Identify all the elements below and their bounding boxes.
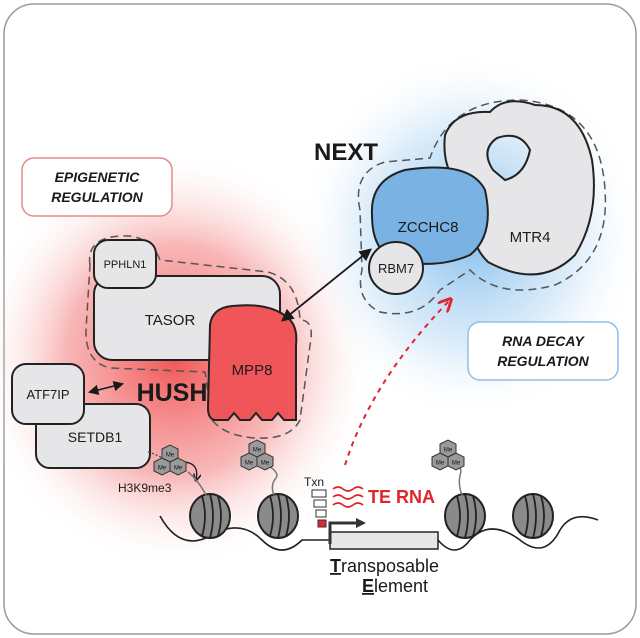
rna-decay-box bbox=[467, 321, 619, 381]
element-rest: lement bbox=[374, 576, 428, 596]
hush-title: HUSH bbox=[137, 379, 208, 407]
zcchc8-label: ZCCHC8 bbox=[398, 219, 459, 236]
pphln1-label: PPHLN1 bbox=[104, 259, 147, 271]
atf7ip-label: ATF7IP bbox=[26, 387, 69, 402]
atf7ip-hush-arrow bbox=[87, 380, 125, 396]
transcript-bar bbox=[313, 499, 327, 508]
te-rna-label: TE RNA bbox=[368, 487, 435, 507]
txn-label: Txn bbox=[304, 475, 324, 489]
transcript-bar bbox=[311, 489, 327, 498]
epigenetic-box bbox=[21, 157, 173, 217]
nucleosome-icon bbox=[257, 493, 299, 539]
hush-outline bbox=[85, 235, 312, 439]
rbm7-label: RBM7 bbox=[378, 261, 414, 276]
pphln1-protein bbox=[93, 239, 157, 289]
te-gene-box bbox=[329, 531, 439, 550]
transcript-bar-red bbox=[317, 519, 327, 528]
transcript-bar bbox=[315, 509, 327, 518]
nucleosome-icon bbox=[444, 493, 486, 539]
element-E: E bbox=[362, 576, 374, 596]
epigenetic-label-2: REGULATION bbox=[51, 189, 143, 205]
transposable-label: Transposable bbox=[330, 556, 439, 576]
epigenetic-label-1: EPIGENETIC bbox=[55, 169, 141, 185]
dna-strand bbox=[159, 515, 599, 551]
mpp8-next-arrow bbox=[281, 248, 372, 322]
mtr4-label: MTR4 bbox=[510, 229, 551, 246]
mpp8-protein bbox=[206, 304, 298, 421]
setdb1-link bbox=[147, 451, 163, 459]
rna-decay-label-2: REGULATION bbox=[497, 353, 589, 369]
setdb1-label: SETDB1 bbox=[68, 429, 123, 445]
te-rna-wave bbox=[332, 494, 364, 500]
tss-arrow bbox=[328, 521, 358, 544]
te-rna-wave bbox=[332, 502, 364, 508]
te-rna-wave bbox=[332, 486, 364, 492]
nucleosome-icon bbox=[189, 493, 231, 539]
element-label: Element bbox=[362, 576, 428, 596]
nucleosome-icon bbox=[512, 493, 554, 539]
next-outline bbox=[357, 99, 607, 315]
arrow-icon bbox=[356, 518, 366, 528]
te-rna-to-next-arrow bbox=[344, 300, 450, 466]
tasor-label: TASOR bbox=[145, 312, 196, 329]
transposable-rest: ransposable bbox=[341, 556, 439, 576]
atf7ip-protein bbox=[11, 363, 85, 425]
mpp8-label: MPP8 bbox=[232, 362, 273, 379]
rna-decay-label-1: RNA DECAY bbox=[502, 333, 585, 349]
transposable-T: T bbox=[330, 556, 341, 576]
next-title: NEXT bbox=[314, 139, 378, 166]
h3k9me3-label: H3K9me3 bbox=[118, 481, 172, 495]
histone-tail bbox=[187, 471, 207, 496]
